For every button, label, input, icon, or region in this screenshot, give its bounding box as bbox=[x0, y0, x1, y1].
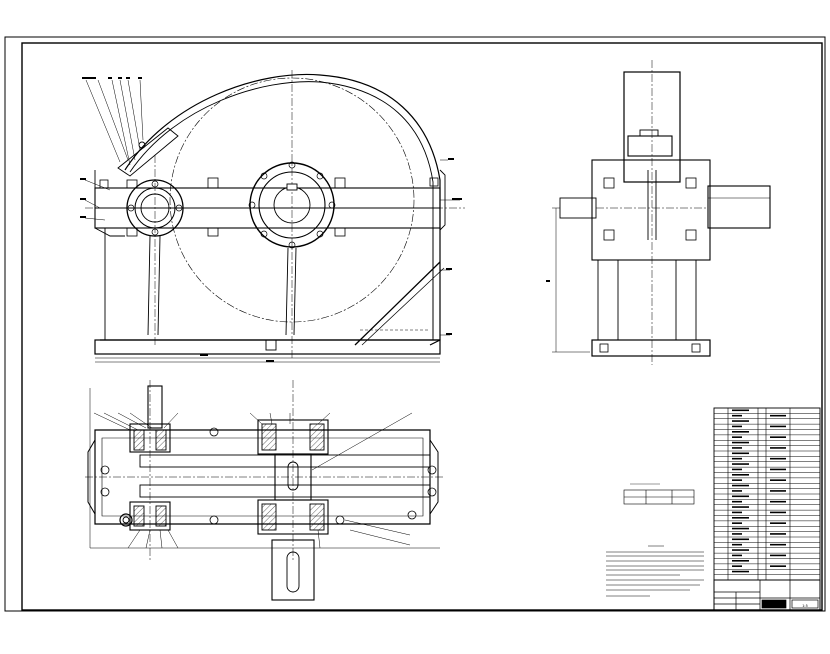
sheet-border bbox=[4, 36, 826, 612]
parts-list-cell-text bbox=[732, 500, 742, 503]
parts-list-cell-text bbox=[770, 479, 786, 481]
front-view bbox=[84, 70, 465, 363]
parts-list-cell-text bbox=[732, 549, 749, 551]
parts-list-cell-text bbox=[770, 447, 786, 449]
parts-list-cell-text bbox=[770, 468, 786, 471]
parts-list-cell-text bbox=[732, 425, 742, 428]
parts-list-cell-text bbox=[732, 560, 749, 562]
parts-list-cell-text bbox=[732, 431, 749, 433]
parts-list-cell-text bbox=[732, 474, 749, 476]
parts-list-cell-text bbox=[770, 554, 786, 557]
parts-list-cell-text bbox=[770, 490, 786, 492]
parts-list-cell-text bbox=[770, 436, 786, 438]
leader-label-stubs bbox=[80, 77, 550, 362]
parts-list-cell-text bbox=[770, 500, 786, 503]
parts-list-cell-text bbox=[732, 441, 749, 444]
parts-list-cell-text bbox=[732, 414, 742, 417]
parts-list-cell-text bbox=[770, 457, 786, 460]
parts-list-cell-text bbox=[770, 425, 786, 428]
parts-list-cell-text bbox=[732, 517, 749, 519]
parts-list-cell-text bbox=[770, 511, 786, 514]
parts-list-cell-text bbox=[732, 436, 742, 438]
side-view bbox=[552, 60, 771, 365]
top-view bbox=[85, 380, 445, 601]
parts-list-cell-text bbox=[732, 447, 742, 449]
parts-list-cell-text bbox=[732, 506, 749, 508]
parts-list-cell-text bbox=[732, 484, 749, 487]
parts-list-cell-text bbox=[770, 565, 786, 567]
parts-list-cell-text bbox=[732, 538, 749, 541]
parts-list-cell-text bbox=[732, 490, 742, 492]
parts-list-cell-text bbox=[732, 479, 742, 481]
parts-list-cell-text bbox=[732, 570, 749, 573]
parts-list-cell-text bbox=[732, 565, 742, 567]
parts-list-cell-text bbox=[732, 452, 749, 455]
parts-list-cell-text bbox=[732, 554, 742, 557]
title-block bbox=[713, 579, 821, 611]
parts-list-cell-text bbox=[732, 522, 742, 524]
scale-box-label: 1:5 bbox=[802, 604, 807, 608]
parts-list-cell-text bbox=[732, 463, 749, 465]
parts-list-cell-text bbox=[770, 522, 786, 524]
parts-list-cell-text bbox=[732, 409, 749, 412]
parts-list-cell-text bbox=[732, 527, 749, 530]
technical-requirements bbox=[606, 545, 704, 597]
parts-list-cell-text bbox=[770, 543, 786, 546]
parts-list-cell-text bbox=[732, 543, 742, 546]
parts-list-cell-text bbox=[770, 533, 786, 535]
parts-list-cell-text bbox=[770, 414, 786, 417]
parts-list-cell-text bbox=[732, 511, 742, 514]
parts-list-cell-text bbox=[732, 495, 749, 498]
parts-list bbox=[713, 407, 821, 581]
parts-list-cell-text bbox=[732, 420, 749, 422]
tech-parameter-table bbox=[623, 483, 695, 505]
parts-list-cell-text bbox=[732, 468, 742, 471]
parts-list-cell-text bbox=[732, 533, 742, 535]
parts-list-cell-text bbox=[732, 457, 742, 460]
